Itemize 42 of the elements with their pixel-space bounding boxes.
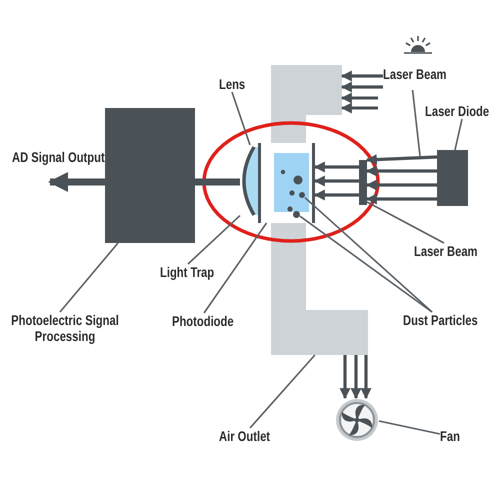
arrow <box>314 190 359 200</box>
leader-line <box>454 118 463 150</box>
part-label: AD Signal Output <box>12 149 105 182</box>
part-label: Laser Beam <box>414 243 478 259</box>
leader-line <box>249 354 316 429</box>
leader-line <box>412 90 421 156</box>
arrow <box>366 166 437 176</box>
part-label: Lens <box>219 76 246 92</box>
arrow <box>366 194 437 204</box>
arrow <box>360 355 372 400</box>
part-label: Photoelectric Signal Processing <box>9 312 121 344</box>
part-label: Laser Diode <box>425 103 490 119</box>
leader-line <box>304 197 433 313</box>
part-label: Fan <box>440 428 460 444</box>
leader-line <box>59 242 119 313</box>
air-outlet-duct <box>271 310 368 355</box>
leader-line <box>366 201 444 244</box>
leader-line <box>203 222 268 314</box>
processing-block <box>105 108 195 243</box>
leader-line <box>300 216 432 313</box>
fan-drawing <box>335 398 379 442</box>
arrow <box>366 154 438 166</box>
leader-line <box>187 215 241 265</box>
part-label: Air Outlet <box>219 428 270 444</box>
arrow <box>340 70 383 82</box>
arrow <box>340 82 383 92</box>
part-label: Dust Particles <box>403 312 478 328</box>
leader-line <box>378 420 440 435</box>
laser-diode-block <box>437 150 468 206</box>
arrow <box>314 176 359 186</box>
part-label: Laser Beam <box>383 66 447 90</box>
arrow <box>314 162 359 172</box>
part-label: Light Trap <box>160 264 214 280</box>
sensing-chamber <box>258 143 315 223</box>
aperture-plate <box>359 160 367 205</box>
arrow <box>340 355 350 400</box>
arrow <box>350 355 362 400</box>
arrow <box>48 172 105 192</box>
air-duct <box>271 65 342 310</box>
arrow <box>366 180 437 190</box>
leader-line <box>231 92 251 146</box>
part-label: Photodiode <box>172 313 234 329</box>
